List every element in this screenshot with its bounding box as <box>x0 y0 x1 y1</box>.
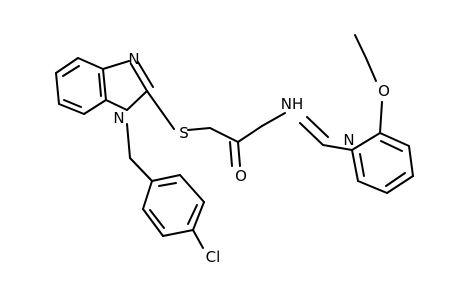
atom-label-chlorine: Cl <box>206 248 221 266</box>
benzimidazole-benzene-ring <box>55 57 107 115</box>
chlorophenyl-ring <box>142 174 205 237</box>
atom-label-n1-nitrogen: N <box>113 109 124 127</box>
atom-label-hydrazone-nitrogen: N <box>343 131 354 149</box>
atom-label-carbonyl-oxygen: O <box>235 167 247 185</box>
ethoxyphenyl-ring <box>351 132 414 194</box>
carbon-chlorine-bond <box>192 229 204 249</box>
atom-label-imine-nitrogen: N <box>128 50 139 68</box>
benzimidazole-imidazole-ring <box>102 60 154 111</box>
atom-label-sulfur: S <box>179 124 189 142</box>
benzyl-methylene <box>126 123 153 182</box>
atom-label-amide-nh: NH <box>281 95 304 113</box>
thioether-linker <box>146 90 211 131</box>
ethoxy-group <box>354 34 383 134</box>
acetohydrazide-chain <box>209 112 353 167</box>
atom-label-ether-oxygen: O <box>378 82 390 100</box>
